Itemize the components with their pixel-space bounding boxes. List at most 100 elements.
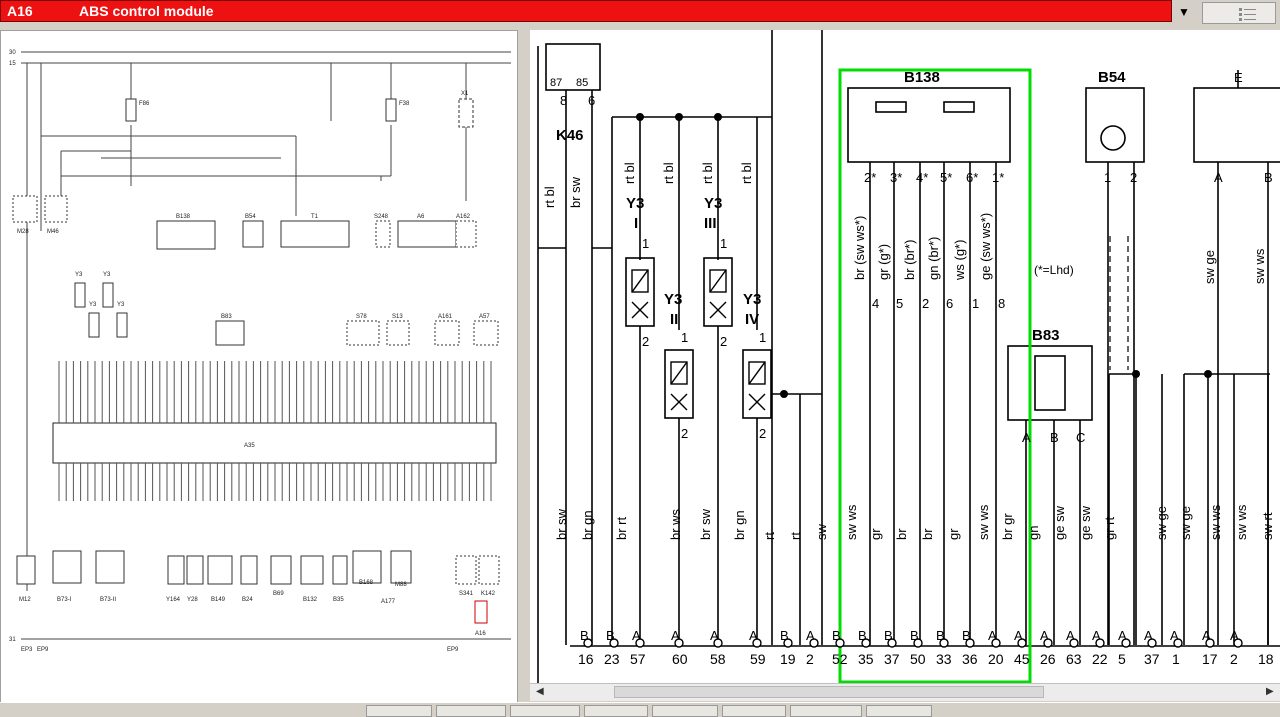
taskbar: [0, 702, 1280, 717]
component-label: B138: [176, 214, 191, 220]
bottom-wire-label: sw ws: [844, 504, 859, 540]
terminal-number: 23: [604, 651, 620, 667]
bottom-wire-label: gr rt: [1102, 517, 1117, 541]
bottom-wire-label: sw ge: [1178, 506, 1193, 540]
taskbar-item[interactable]: [722, 705, 786, 717]
bottom-wire-label: sw ws: [1208, 504, 1223, 540]
wire-label: br (sw ws*): [852, 216, 867, 280]
valve-pin: 1: [759, 330, 766, 345]
terminal-letter: A: [1118, 628, 1127, 643]
terminal-pin: [1173, 638, 1183, 648]
sensor-pin: 1*: [992, 170, 1004, 185]
component-label: Y164: [166, 597, 181, 603]
valve-name: Y3: [664, 291, 682, 308]
taskbar-item[interactable]: [652, 705, 718, 717]
sensor-pin: A: [1022, 430, 1031, 445]
terminal-number: 17: [1202, 651, 1218, 667]
wire-label: sw ws: [1252, 248, 1267, 284]
relay-name: K46: [556, 127, 584, 144]
terminal-pin: [1069, 638, 1079, 648]
taskbar-item[interactable]: [436, 705, 506, 717]
terminal-letter: B: [606, 628, 615, 643]
bottom-wire-label: sw: [814, 524, 829, 541]
bottom-wire-label: br: [920, 528, 935, 540]
terminal-letter: A: [710, 628, 719, 643]
bottom-wire-label: br: [894, 528, 909, 540]
valve-pin: 2: [759, 426, 766, 441]
terminal-number: 26: [1040, 651, 1056, 667]
terminal-letter: B: [580, 628, 589, 643]
terminal-letter: A: [1040, 628, 1049, 643]
list-view-button[interactable]: [1202, 2, 1276, 24]
sensor-pin: 3*: [890, 170, 902, 185]
taskbar-item[interactable]: [510, 705, 580, 717]
valve-pin: 1: [642, 236, 649, 251]
taskbar-item[interactable]: [866, 705, 932, 717]
taskbar-item[interactable]: [584, 705, 648, 717]
ground-label: EP3: [21, 647, 33, 653]
bottom-wire-label: br gn: [580, 510, 595, 540]
bottom-wire-label: sw ge: [1154, 506, 1169, 540]
chevron-down-icon: ▼: [1178, 5, 1190, 19]
terminal-number: 20: [988, 651, 1004, 667]
terminal-letter: A: [749, 628, 758, 643]
component-label: A35: [244, 443, 255, 449]
wire-label: rt bl: [700, 162, 715, 184]
component-label: S78: [356, 314, 367, 320]
taskbar-item[interactable]: [790, 705, 862, 717]
fuse-label: F38: [399, 101, 410, 107]
scroll-left-icon[interactable]: ◀: [536, 686, 544, 697]
terminal-pin: [1043, 638, 1053, 648]
module-dropdown-arrow[interactable]: ▼: [1174, 2, 1194, 22]
sensor-name: B83: [1032, 327, 1060, 344]
module-name: ABS control module: [79, 3, 214, 19]
terminal-letter: A: [988, 628, 997, 643]
scroll-right-icon[interactable]: ▶: [1266, 686, 1274, 697]
terminal-letter: A: [671, 628, 680, 643]
component-label: A177: [381, 599, 396, 605]
component-label: A6: [417, 214, 425, 220]
component-label: A161: [438, 314, 453, 320]
terminal-pin: [965, 638, 975, 648]
terminal-pin: [1017, 638, 1027, 648]
terminal-letter: B: [780, 628, 789, 643]
list-view-icon: [1239, 8, 1256, 21]
terminal-number: 50: [910, 651, 926, 667]
terminal-letter: A: [632, 628, 641, 643]
component-label: B73-II: [100, 597, 116, 603]
terminal-number: 63: [1066, 651, 1082, 667]
terminal-number: 60: [672, 651, 688, 667]
bottom-wire-label: br gr: [1000, 513, 1015, 540]
bottom-wire-label: sw ws: [1234, 504, 1249, 540]
terminal-number: 59: [750, 651, 766, 667]
detail-diagram-pane[interactable]: 87 85 8 6 K46 rt bl br sw rt bl rt bl rt…: [530, 30, 1280, 683]
terminal-letter: B: [884, 628, 893, 643]
overview-diagram-pane[interactable]: 30 15 31 F86 F38 X1 M28 M46 Y3 Y3 Y3 Y3 …: [0, 30, 518, 706]
component-label: B132: [303, 597, 318, 603]
bottom-wire-label: gn: [1026, 526, 1041, 540]
terminal-letter: B: [858, 628, 867, 643]
valve-name: Y3: [704, 195, 722, 212]
wire-label: ws (g*): [952, 240, 967, 281]
scrollbar-thumb[interactable]: [614, 686, 1044, 698]
relay-pin-label: 85: [576, 77, 588, 89]
connector-pin: 4: [872, 296, 879, 311]
component-label: B69: [273, 591, 284, 597]
terminal-number: 22: [1092, 651, 1108, 667]
taskbar-item[interactable]: [366, 705, 432, 717]
bus-label: 15: [9, 61, 16, 67]
horizontal-scrollbar[interactable]: ◀ ▶: [530, 683, 1280, 701]
terminal-number: 5: [1118, 651, 1126, 667]
bottom-wire-label: sw rt: [1260, 512, 1275, 540]
wire-label: gn (br*): [926, 237, 941, 280]
component-label: Y28: [187, 597, 198, 603]
connector-pin: 2: [922, 296, 929, 311]
terminal-number: 58: [710, 651, 726, 667]
terminal-pin: [1205, 638, 1215, 648]
valve-name: Y3: [626, 195, 644, 212]
detail-diagram: 87 85 8 6 K46 rt bl br sw rt bl rt bl rt…: [537, 30, 1280, 683]
wire-label: rt bl: [739, 162, 754, 184]
relay-pin-label: 87: [550, 77, 562, 89]
module-title-bar[interactable]: A16 ABS control module: [0, 0, 1172, 22]
terminal-letter: A: [1144, 628, 1153, 643]
